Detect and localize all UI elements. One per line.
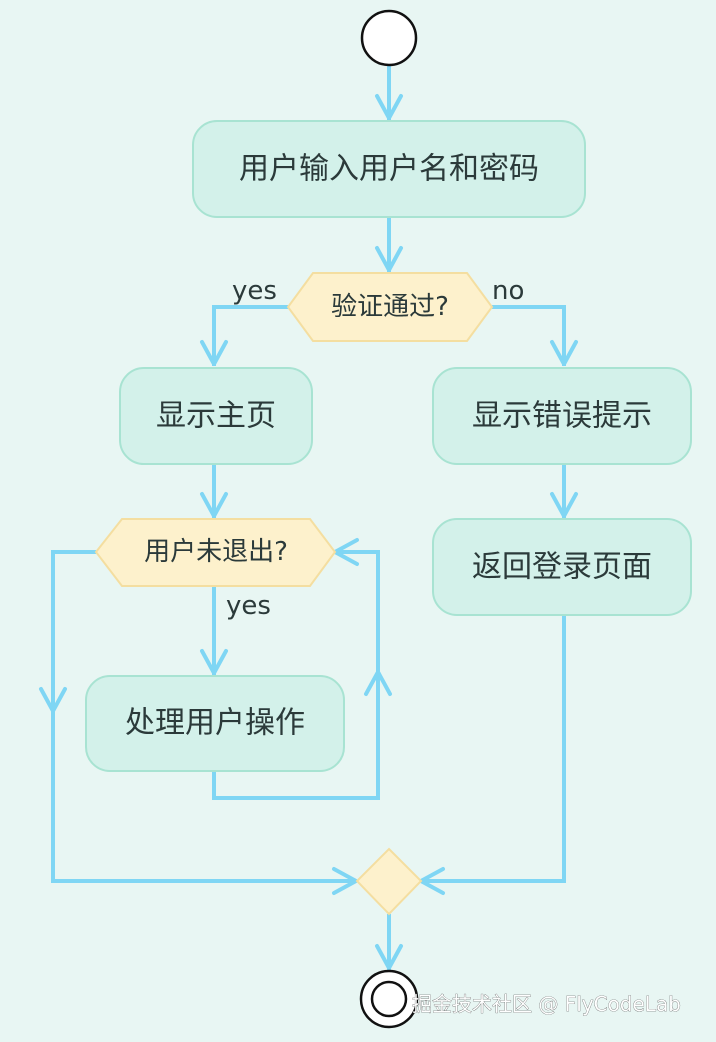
arrowhead-icon (39, 687, 67, 713)
action-enter-credentials (192, 120, 586, 218)
edge-label-loop-yes: yes (226, 591, 271, 621)
action-show-error-label: 显示错误提示 (472, 399, 652, 434)
arrowhead-icon (200, 340, 228, 366)
arrowhead-icon (550, 492, 578, 518)
decision-verify-label: 验证通过? (331, 292, 449, 322)
watermark: 掘金技术社区 @ FlyCodeLab (412, 992, 681, 1016)
end-node-inner (370, 980, 408, 1018)
decision-user-not-logged-out-label: 用户未退出? (144, 537, 288, 567)
action-enter-credentials-label: 用户输入用户名和密码 (239, 152, 539, 187)
arrowhead-icon (375, 944, 403, 970)
action-show-home-label: 显示主页 (156, 399, 276, 434)
arrowhead-icon (364, 670, 392, 696)
action-show-error (432, 367, 692, 465)
start-node (360, 9, 418, 67)
edge-return-to-merge (421, 615, 566, 883)
action-return-login-label: 返回登录页面 (472, 550, 652, 585)
action-return-login (432, 518, 692, 616)
arrowhead-icon (200, 649, 228, 675)
action-show-home (119, 367, 313, 465)
arrowheads (39, 94, 578, 970)
edge-label-verify-no: no (492, 276, 524, 306)
action-handle-operation-label: 处理用户操作 (125, 706, 305, 741)
edge-label-verify-yes: yes (232, 276, 277, 306)
action-handle-operation (85, 675, 345, 772)
arrowhead-icon (550, 340, 578, 366)
edge-verify-no (492, 305, 566, 366)
edge-loop-exit (51, 550, 356, 883)
decision-user-not-logged-out (94, 518, 337, 587)
edge-verify-yes (212, 305, 288, 366)
merge-node (355, 847, 423, 916)
edges (51, 66, 566, 970)
arrowhead-icon (375, 246, 403, 272)
arrowhead-icon (200, 492, 228, 518)
edge-operation-back (212, 550, 380, 800)
arrowhead-icon (375, 94, 403, 120)
decision-verify (286, 272, 494, 342)
